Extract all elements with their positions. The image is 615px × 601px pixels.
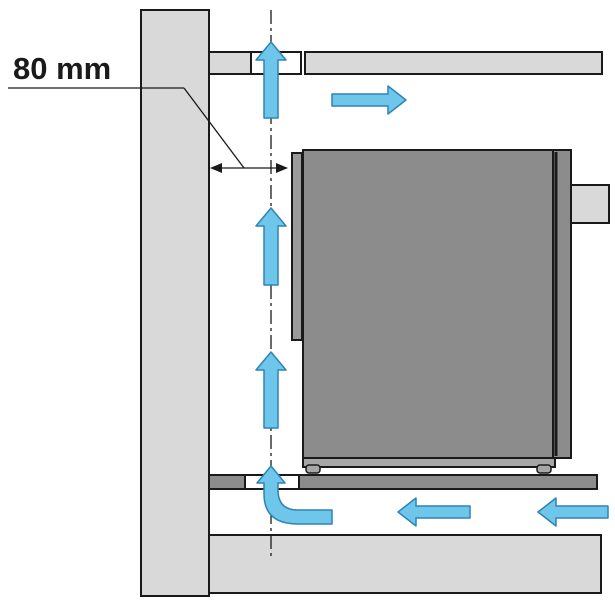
appliance-base	[302, 457, 556, 468]
dimension-arrowhead-right	[276, 163, 288, 173]
appliance-rear-box	[570, 184, 610, 224]
curved-arrow-icon	[256, 465, 333, 525]
top-shelf-right	[304, 51, 603, 75]
arrow-icon	[255, 41, 287, 119]
top-shelf-left	[208, 51, 252, 75]
arrow-icon	[397, 497, 471, 527]
bottom-shelf-left	[208, 474, 246, 490]
arrow-icon	[255, 351, 287, 429]
floor-plinth	[208, 534, 602, 594]
arrow-icon	[331, 85, 407, 115]
bottom-shelf-right	[298, 474, 598, 490]
dimension-label: 80 mm	[13, 51, 111, 86]
dimension-leader-diagonal	[183, 87, 245, 169]
appliance-foot-rear	[536, 464, 552, 474]
dimension-arrowhead-left	[210, 163, 222, 173]
side-wall	[140, 9, 210, 597]
arrow-icon	[255, 207, 287, 286]
appliance-foot-front	[305, 464, 321, 474]
appliance-body	[302, 149, 554, 459]
appliance-door	[291, 152, 303, 341]
arrow-icon	[537, 497, 609, 527]
